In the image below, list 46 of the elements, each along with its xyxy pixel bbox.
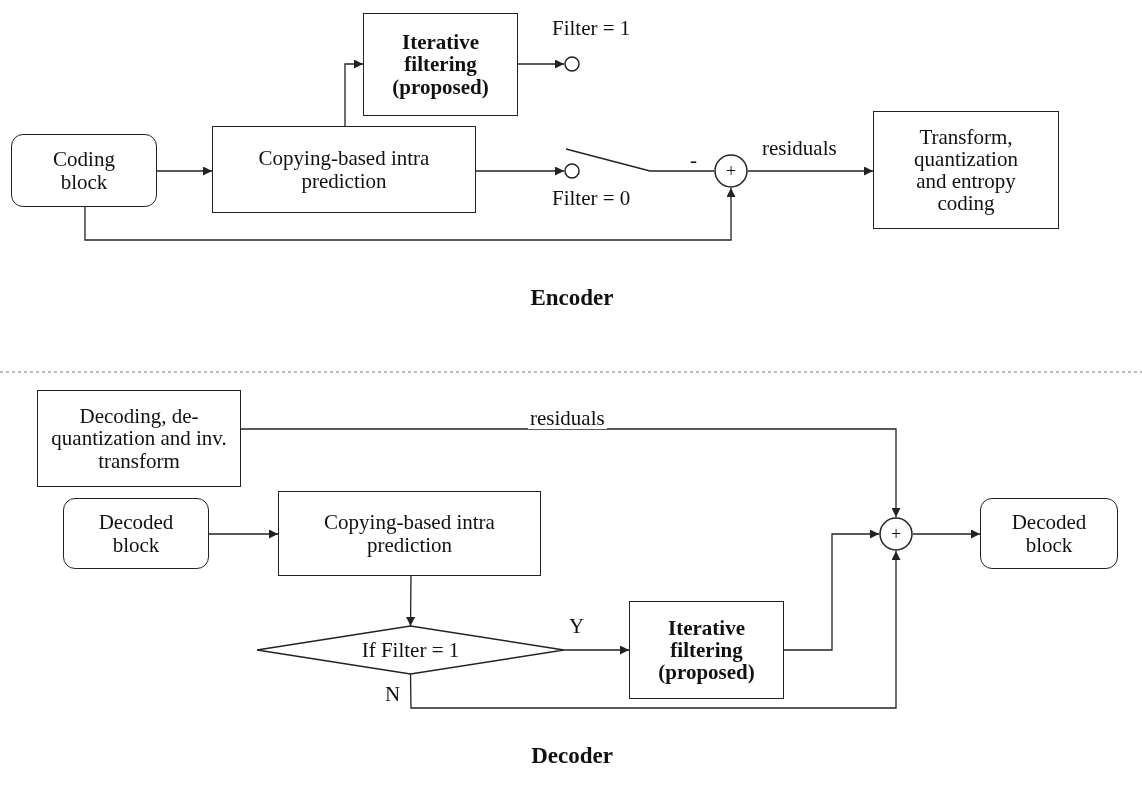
plus-sign: + [724,161,738,181]
arrow [475,166,565,176]
process-box [278,491,541,576]
node-label: Decoded block [97,511,175,556]
node-label: Iterative filtering (proposed) [657,616,756,684]
arrow [517,59,565,69]
switch-line [565,148,715,172]
summing-junction [879,517,913,551]
node-label: Copying-based intra prediction [257,147,431,192]
section-title: Decoder [531,744,613,767]
arrow [240,428,901,518]
arrow [156,166,213,176]
arrow [912,529,981,539]
node-label: Decoded block [1010,511,1088,556]
summing-junction [714,154,748,188]
terminal-box [980,498,1118,569]
process-box [363,13,518,116]
switch-position-label: Filter = 0 [552,188,631,209]
arrow [344,59,364,127]
decision-diamond [257,626,564,674]
process-box [629,601,784,699]
terminal-circle [564,163,580,179]
arrow [747,166,874,176]
section-title: Encoder [530,286,614,309]
sign-label: - [690,150,697,171]
arrow [84,187,736,241]
process-box [873,111,1059,229]
node-label: If Filter = 1 [360,638,461,661]
arrow [409,550,901,709]
node-label: Iterative filtering (proposed) [391,31,490,98]
terminal-circle [564,56,580,72]
plus-sign: + [889,524,903,544]
terminal-box [63,498,209,569]
arrow [208,529,279,539]
terminal-box [11,134,157,207]
arrow [783,529,880,651]
node-label: Decoding, de-quantization and inv. transform [50,405,228,472]
node-label: Transform, quantization and entropy coding [913,125,1019,215]
node-label: Copying-based intra prediction [323,511,496,556]
process-box [37,390,241,487]
edge-label: residuals [528,408,607,429]
node-label: Coding block [52,148,116,193]
arrow [563,645,630,655]
process-box [212,126,476,213]
switch-position-label: Filter = 1 [552,18,631,39]
arrow [406,575,416,627]
